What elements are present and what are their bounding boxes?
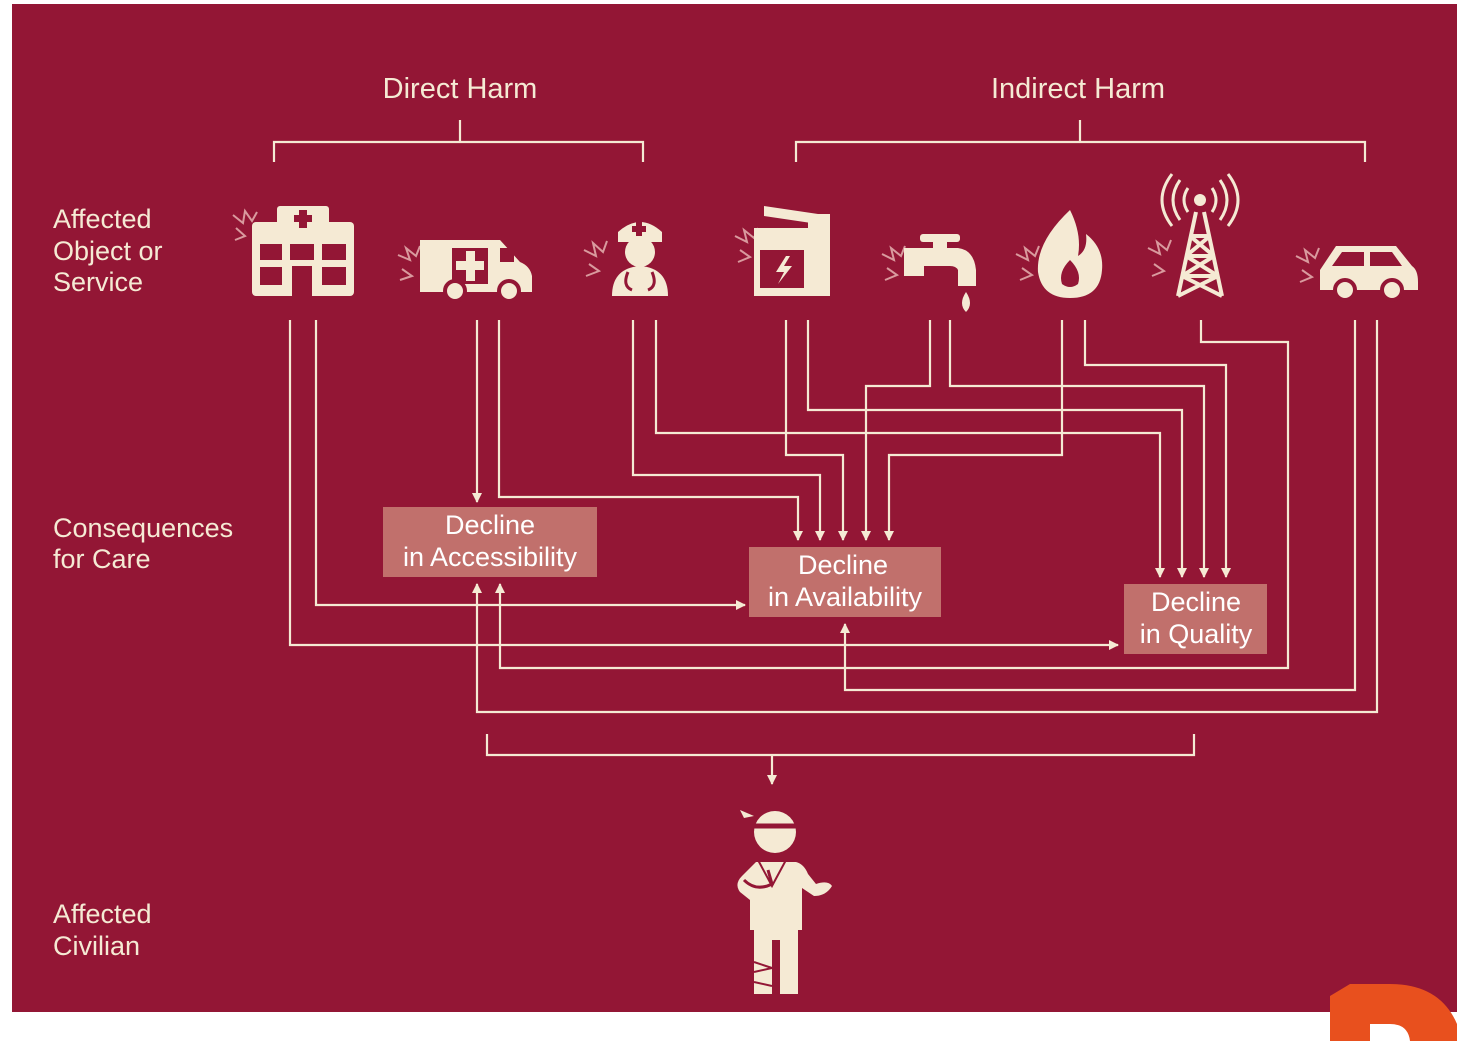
power-to-availability-line	[784, 320, 848, 541]
box-availability: Decline in Availability	[749, 547, 941, 617]
telecom-tower-icon	[1147, 173, 1240, 298]
direct-harm-label: Direct Harm	[383, 73, 538, 105]
accessibility-line1: Decline	[445, 510, 535, 540]
water-to-quality-line	[948, 320, 1209, 578]
row-title-object-1: Affected	[53, 204, 152, 234]
box-quality: Decline in Quality	[1124, 584, 1267, 654]
car-to-availability-line	[840, 320, 1357, 692]
hospital-to-availability-line	[314, 320, 746, 610]
row-title-consequence-1: Consequences	[53, 513, 233, 543]
quality-line2: in Quality	[1140, 619, 1253, 649]
quality-line1: Decline	[1151, 587, 1241, 617]
fuel-flame-icon	[1015, 210, 1103, 298]
accessibility-line2: in Accessibility	[403, 542, 578, 572]
hospital-to-quality-line	[288, 320, 1119, 650]
ambulance-icon	[397, 240, 532, 303]
availability-line1: Decline	[798, 550, 888, 580]
indirect-harm-bracket	[794, 120, 1367, 162]
ambulance-to-availability-line	[497, 320, 803, 541]
row-title-object-3: Service	[53, 267, 143, 297]
health-worker-icon	[583, 222, 668, 296]
worker-to-availability-line	[631, 320, 825, 541]
row-title-object-2: Object or	[53, 236, 163, 266]
power-to-quality-line	[806, 320, 1187, 578]
power-plant-icon	[734, 206, 830, 296]
telecom-to-accessibility-line	[495, 320, 1290, 670]
worker-to-quality-line	[654, 320, 1165, 578]
diagram-panel: Direct Harm Indirect Harm Affected Objec…	[12, 4, 1457, 1012]
indirect-harm-label: Indirect Harm	[991, 73, 1165, 105]
injured-civilian-icon	[737, 810, 832, 994]
row-title-civilian-2: Civilian	[53, 931, 140, 961]
car-icon	[1295, 246, 1418, 302]
water-tap-icon	[881, 234, 976, 312]
hospital-icon	[232, 206, 354, 296]
fuel-to-quality-line	[1083, 320, 1231, 578]
row-title-consequence-2: for Care	[53, 544, 151, 574]
direct-harm-bracket	[272, 120, 645, 162]
water-to-availability-line	[861, 320, 932, 541]
car-to-accessibility-line	[472, 320, 1379, 714]
harm-flow-diagram: Direct Harm Indirect Harm Affected Objec…	[53, 73, 1418, 994]
availability-line2: in Availability	[768, 582, 923, 612]
box-accessibility: Decline in Accessibility	[383, 507, 597, 577]
consequences-bracket	[485, 734, 1196, 757]
fuel-to-availability-line	[884, 320, 1064, 541]
row-title-civilian-1: Affected	[53, 899, 152, 929]
brand-logo	[1330, 984, 1457, 1041]
